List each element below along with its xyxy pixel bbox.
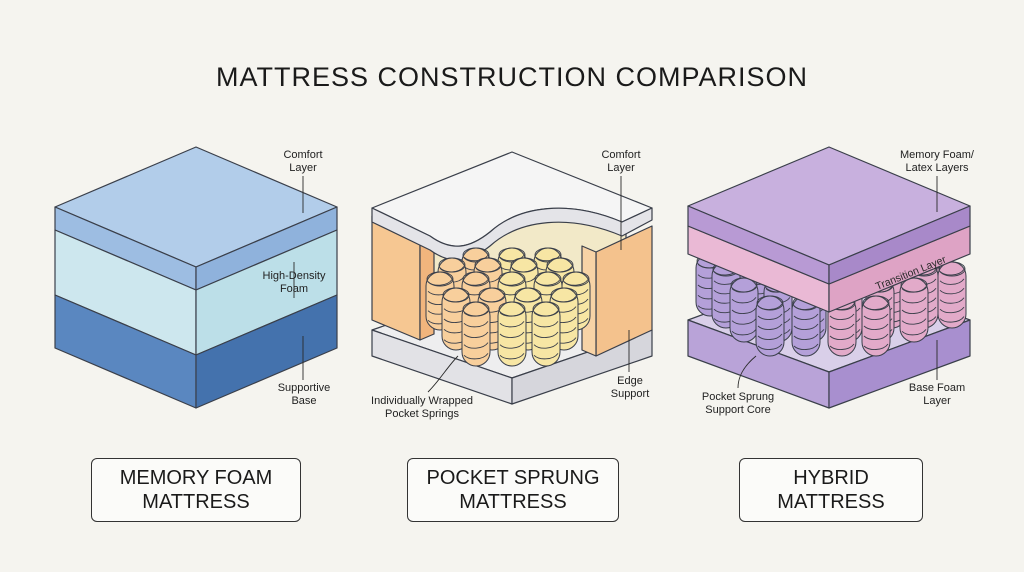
hybrid-top-annotation: Memory Foam/ Latex Layers [892,149,982,175]
hybrid-spring [827,295,857,357]
pocket-sprung-label: POCKET SPRUNG MATTRESS [407,458,619,522]
pocket-edge-text-1: Edge [617,375,643,387]
memory-density-text-1: High-Density [262,270,326,282]
pocket-springs-annotation: Individually Wrapped Pocket Springs [360,395,484,421]
hybrid-label: HYBRID MATTRESS [739,458,923,522]
leader-hybrid-core [737,355,757,389]
memory-base-text-1: Supportive [277,382,331,394]
hybrid-upper-layers [687,146,971,313]
hybrid-top-text-1: Memory Foam/ [900,149,974,161]
pocket-edge-text-2: Support [610,388,650,400]
memory-comfort-text-1: Comfort [283,149,323,161]
pocket-springs-group [425,247,591,367]
hybrid-label-line1: HYBRID [793,467,869,489]
memory-comfort-annotation: Comfort Layer [272,149,334,175]
hybrid-spring [899,277,929,343]
pocket-sprung-label-line1: POCKET SPRUNG [426,467,600,489]
memory-foam-label: MEMORY FOAM MATTRESS [91,458,301,522]
pocket-comfort-text-2: Layer [607,162,635,174]
pocket-springs-text-1: Individually Wrapped [371,395,473,407]
memory-foam-label-line1: MEMORY FOAM [119,467,273,489]
leader-pocket-springs [427,355,459,393]
memory-density-text-2: Foam [279,283,309,295]
hybrid-base-text-1: Base Foam [908,382,966,394]
hybrid-spring [729,277,759,343]
memory-foam-label-line2: MATTRESS [142,491,250,513]
memory-base-annotation: Supportive Base [268,382,340,408]
hybrid-spring [861,295,891,357]
hybrid-top-layer-right [828,205,971,285]
pocket-spring [531,301,561,367]
hybrid-base-annotation: Base Foam Layer [903,382,971,408]
pocket-springs-text-2: Pocket Springs [385,408,459,420]
pocket-sprung-label-line2: MATTRESS [459,491,567,513]
hybrid-label-line2: MATTRESS [777,491,885,513]
memory-comfort-text-2: Layer [289,162,317,174]
page-title: MATTRESS CONSTRUCTION COMPARISON [215,62,808,92]
memory-foam-block [54,146,338,409]
memory-base-text-2: Base [291,395,317,407]
memory-density-annotation: High-Density Foam [252,270,336,296]
hybrid-core-annotation: Pocket Sprung Support Core [690,391,786,417]
hybrid-core-text-1: Pocket Sprung [701,391,775,403]
hybrid-spring [791,295,821,357]
pocket-edge-annotation: Edge Support [602,375,658,401]
hybrid-core-text-2: Support Core [705,404,771,416]
pocket-comfort-annotation: Comfort Layer [590,149,652,175]
hybrid-spring [755,295,785,357]
hybrid-base-text-2: Layer [923,395,951,407]
hybrid-spring [937,261,967,329]
memory-base-layer-right [195,294,338,409]
hybrid-top-text-2: Latex Layers [905,162,969,174]
pocket-spring [461,301,491,367]
leader-lines [293,176,938,393]
pocket-comfort-text-1: Comfort [601,149,641,161]
pocket-spring [497,301,527,367]
